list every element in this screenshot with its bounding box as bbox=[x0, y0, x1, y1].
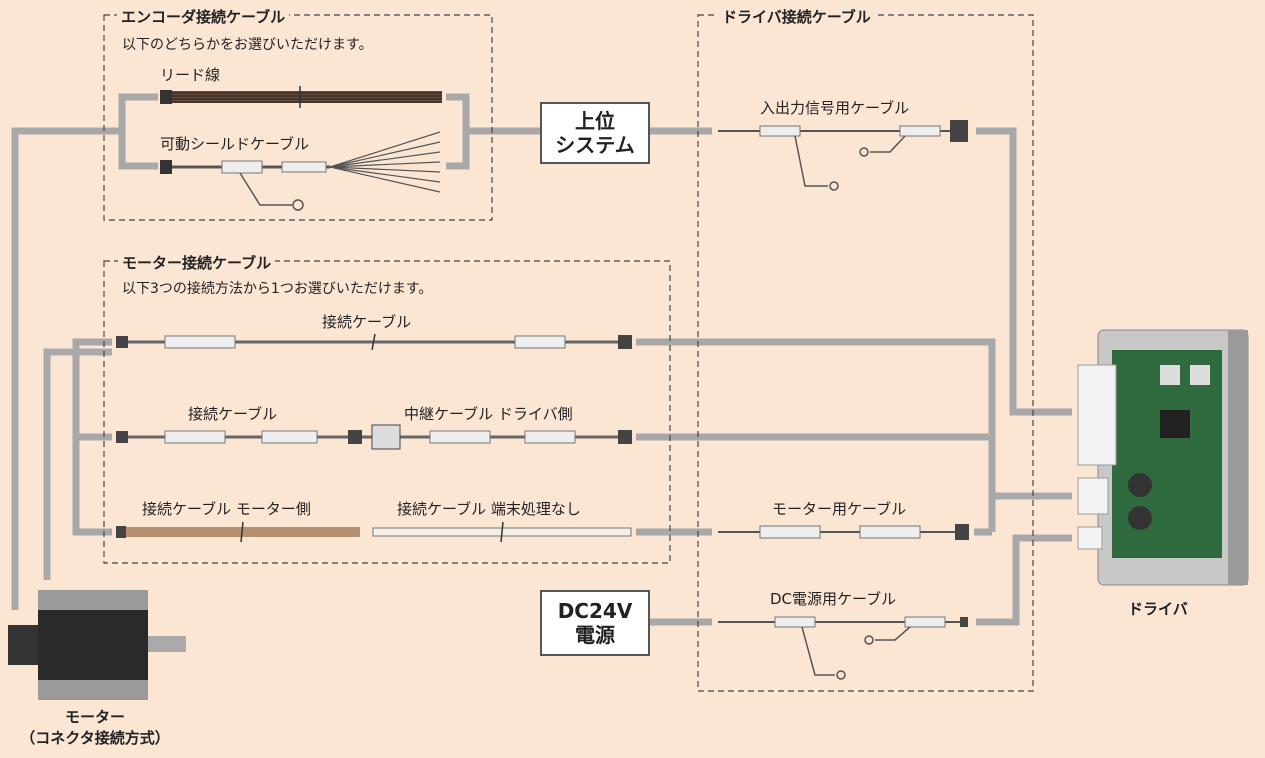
row3-right-label: 接続ケーブル 端末処理なし bbox=[397, 500, 581, 518]
encoder-group-note: 以下のどちらかをお選びいただけます。 bbox=[122, 37, 373, 53]
motor-group-title: モーター接続ケーブル bbox=[118, 252, 276, 273]
encoder-group-frame bbox=[103, 14, 493, 221]
driver-caption: ドライバ bbox=[1128, 600, 1188, 618]
driver-cable-group-frame bbox=[697, 14, 1034, 692]
row2-right-label: 中継ケーブル ドライバ側 bbox=[404, 405, 573, 423]
motor-caption-line1: モーター bbox=[64, 708, 125, 726]
host-line1: 上位 bbox=[575, 109, 615, 133]
power-line1: DC24V bbox=[557, 599, 633, 623]
motor-caption: モーター （コネクタ接続方式） bbox=[20, 706, 170, 748]
motor-cable-group-frame bbox=[103, 260, 671, 564]
encoder-group-title: エンコーダ接続ケーブル bbox=[117, 6, 290, 27]
power-line2: 電源 bbox=[575, 623, 615, 647]
driver-motor-cable-label: モーター用ケーブル bbox=[772, 500, 907, 518]
motor-group-note: 以下3つの接続方法から1つお選びいただけます。 bbox=[122, 281, 433, 297]
io-cable-label: 入出力信号用ケーブル bbox=[760, 99, 910, 117]
host-line2: システム bbox=[555, 133, 635, 157]
io-cable-drawing bbox=[718, 120, 968, 191]
motor-cable-row3-drawing bbox=[116, 521, 632, 543]
dc-cable-label: DC電源用ケーブル bbox=[770, 590, 897, 608]
motor-unit bbox=[8, 590, 186, 700]
shield-cable-label: 可動シールドケーブル bbox=[160, 135, 310, 153]
host-system-box: 上位 システム bbox=[540, 102, 650, 164]
route-lines bbox=[11, 93, 1072, 626]
row3-left-label: 接続ケーブル モーター側 bbox=[142, 500, 311, 518]
power-supply-box: DC24V 電源 bbox=[540, 590, 650, 656]
motor-cable-row2-drawing bbox=[116, 424, 632, 450]
row1-cable-label: 接続ケーブル bbox=[322, 313, 412, 331]
dc-cable-drawing bbox=[718, 616, 968, 680]
driver-motor-cable-drawing bbox=[718, 524, 969, 540]
row2-left-label: 接続ケーブル bbox=[188, 405, 278, 423]
driver-group-title: ドライバ接続ケーブル bbox=[718, 6, 875, 27]
lead-wire-label: リード線 bbox=[160, 66, 221, 84]
motor-cable-row1-drawing bbox=[116, 333, 632, 351]
lead-wire-cable bbox=[160, 86, 442, 108]
driver-unit bbox=[1077, 329, 1249, 586]
motor-caption-line2: （コネクタ接続方式） bbox=[20, 729, 170, 747]
shield-cable bbox=[160, 131, 441, 211]
